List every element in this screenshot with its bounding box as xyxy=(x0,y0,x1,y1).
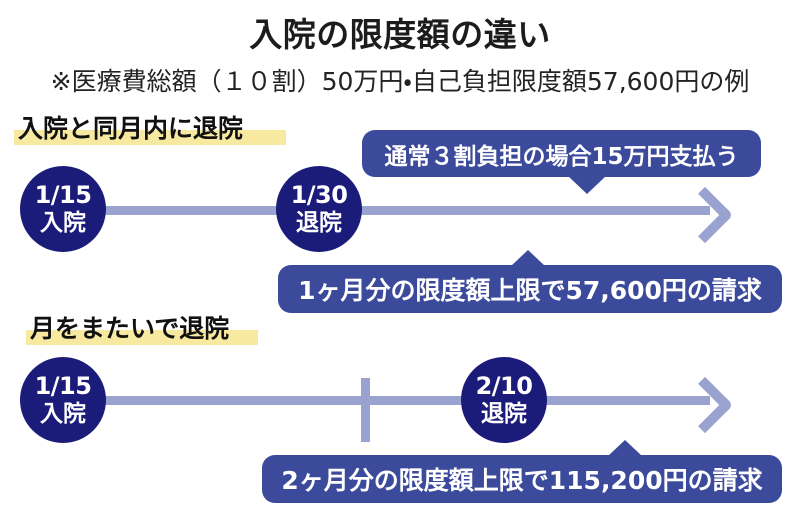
event-label: 入院 xyxy=(40,210,86,237)
callout-two-month-limit: 2ヶ月分の限度額上限で115,200円の請求 xyxy=(262,440,782,503)
section-heading-same-month: 入院と同月内に退院 xyxy=(14,114,286,145)
timeline-bar-across-months xyxy=(38,396,710,405)
event-marker-admission-across-months: 1/15 入院 xyxy=(20,357,106,443)
callout-text: 2ヶ月分の限度額上限で115,200円の請求 xyxy=(281,466,763,495)
event-date: 1/30 xyxy=(290,180,348,209)
section-heading-across-months: 月をまたいで退院 xyxy=(26,314,258,345)
page-subtitle: ※医療費総額（１０割）50万円・自己負担限度額57,600円の例 xyxy=(50,67,750,96)
callout-pointer-up-icon xyxy=(608,440,642,456)
event-date: 1/15 xyxy=(34,371,92,400)
event-label: 退院 xyxy=(481,401,527,428)
timeline-arrow-right-icon xyxy=(676,376,734,434)
event-marker-discharge-across-months: 2/10 退院 xyxy=(461,357,547,443)
callout-one-month-limit: 1ヶ月分の限度額上限で57,600円の請求 xyxy=(278,250,782,313)
callout-pointer-down-icon xyxy=(568,176,606,194)
callout-pointer-up-icon xyxy=(511,250,545,266)
timeline-bar-same-month xyxy=(38,206,710,215)
event-label: 入院 xyxy=(40,401,86,428)
section-heading-text: 月をまたいで退院 xyxy=(30,314,230,343)
section-heading-text: 入院と同月内に退院 xyxy=(18,114,244,143)
event-date: 2/10 xyxy=(475,371,533,400)
callout-text: 1ヶ月分の限度額上限で57,600円の請求 xyxy=(298,276,762,305)
event-marker-admission-same-month: 1/15 入院 xyxy=(20,166,106,252)
event-label: 退院 xyxy=(296,210,342,237)
event-marker-discharge-same-month: 1/30 退院 xyxy=(276,166,362,252)
event-date: 1/15 xyxy=(34,180,92,209)
page-title: 入院の限度額の違い xyxy=(249,15,551,54)
timeline-arrow-right-icon xyxy=(676,186,734,244)
callout-copayment-note: 通常３割負担の場合15万円支払う xyxy=(362,130,761,194)
month-boundary-tick-icon xyxy=(361,378,370,442)
callout-text: 通常３割負担の場合15万円支払う xyxy=(384,143,739,170)
